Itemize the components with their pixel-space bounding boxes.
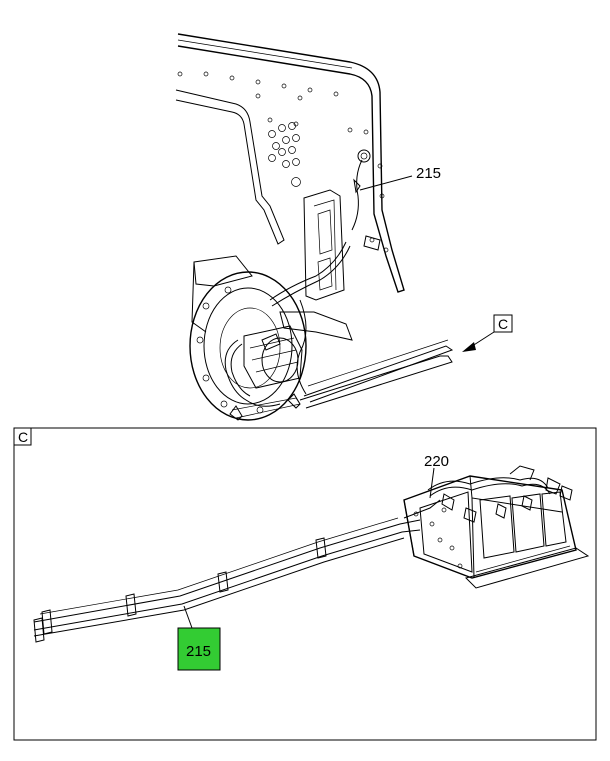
highlight-box[interactable] xyxy=(177,627,221,671)
callout-label-215-top: 215 xyxy=(416,165,441,182)
callout-label-215-highlighted: 215 xyxy=(186,643,211,660)
callout-label-220: 220 xyxy=(424,453,449,470)
detail-ref-label-top: C xyxy=(498,316,508,332)
detail-ref-label-panel: C xyxy=(18,429,28,445)
callout-220: 220 xyxy=(424,453,449,499)
detail-panel-c: C xyxy=(13,427,597,741)
frame-rail-illustration xyxy=(175,33,454,421)
battery-box-illustration xyxy=(33,465,590,643)
callout-215-highlighted[interactable]: 215 xyxy=(177,605,221,671)
detail-reference-c: C xyxy=(462,314,513,352)
callout-215-top: 215 xyxy=(359,165,441,191)
